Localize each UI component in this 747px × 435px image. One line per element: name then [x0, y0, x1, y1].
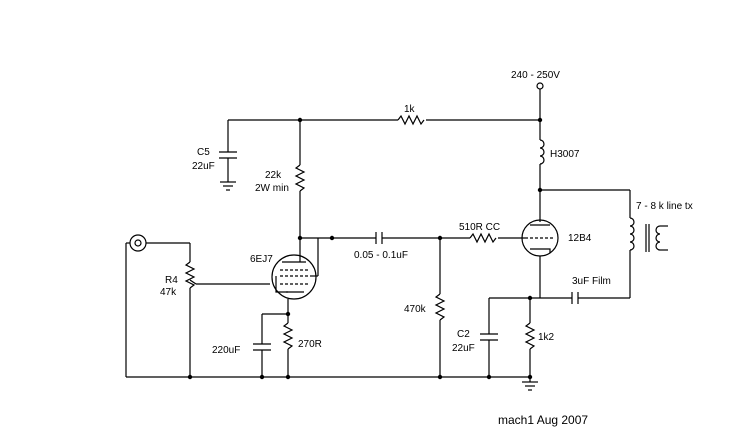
- resistor-1k: [397, 114, 425, 126]
- resistor-1k2: [524, 322, 536, 350]
- tube-12b4-label: 12B4: [568, 233, 592, 244]
- supply-terminal: [536, 82, 544, 90]
- resistor-22k: [294, 164, 306, 192]
- resistor-470k-label: 470k: [404, 304, 427, 315]
- tube-6ej7-label: 6EJ7: [250, 254, 273, 265]
- resistor-22k-power-label: 2W min: [255, 183, 289, 194]
- c2-value-label: 22uF: [452, 343, 475, 354]
- cathode-res-label: 270R: [298, 339, 322, 350]
- pot-name-label: R4: [165, 275, 178, 286]
- transformer-label: 7 - 8 k line tx: [636, 201, 693, 212]
- supply-label: 240 - 250V: [511, 70, 560, 81]
- coupling-cap-label: 0.05 - 0.1uF: [354, 250, 408, 261]
- resistor-510r: [469, 232, 497, 244]
- resistor-470k: [434, 293, 446, 321]
- choke-label: H3007: [550, 149, 580, 160]
- pot-value-label: 47k: [160, 287, 177, 298]
- tube-6ej7: [271, 254, 317, 300]
- choke-h3007: [539, 139, 545, 165]
- c5-name-label: C5: [197, 147, 210, 158]
- resistor-510r-label: 510R CC: [459, 222, 500, 233]
- output-transformer: [629, 217, 635, 251]
- transformer-secondary: [655, 225, 661, 251]
- cathode-cap-label: 220uF: [212, 345, 240, 356]
- credit-label: mach1 Aug 2007: [498, 413, 588, 427]
- resistor-1k2-label: 1k2: [538, 332, 555, 343]
- film-cap-label: 3uF Film: [572, 276, 611, 287]
- c5-value-label: 22uF: [192, 161, 215, 172]
- c2-name-label: C2: [457, 329, 470, 340]
- resistor-1k-label: 1k: [404, 104, 416, 115]
- potentiometer-r4: [184, 261, 196, 289]
- input-jack: [129, 234, 147, 252]
- resistor-270r: [282, 322, 294, 350]
- resistor-22k-label: 22k: [265, 170, 282, 181]
